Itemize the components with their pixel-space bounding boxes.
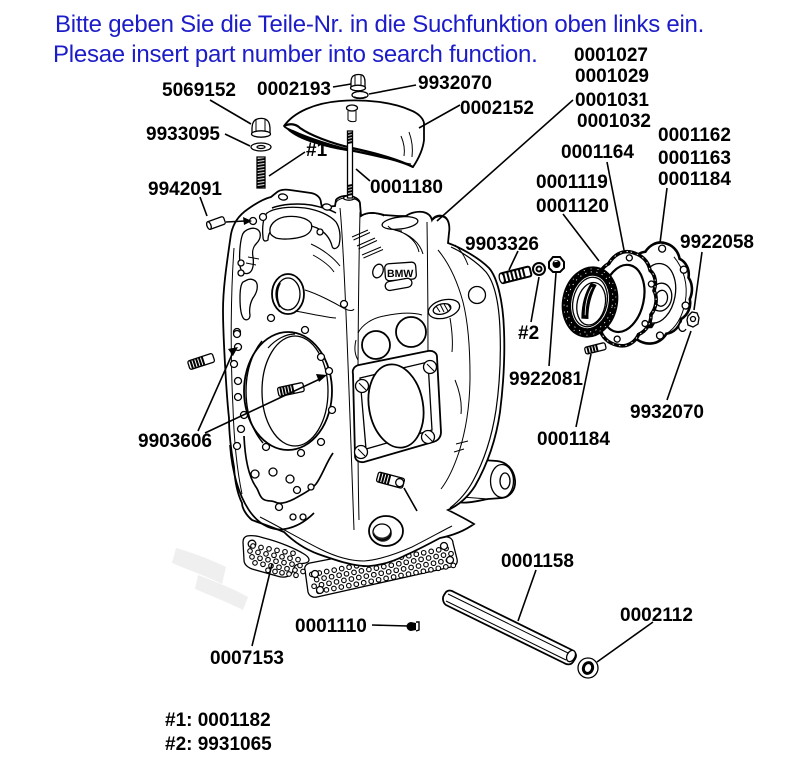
- svg-text:0002193: 0002193: [257, 79, 331, 100]
- svg-text:9922058: 9922058: [680, 232, 754, 253]
- svg-text:#1: 0001182: #1: 0001182: [165, 710, 271, 731]
- svg-text:9932070: 9932070: [418, 73, 492, 94]
- svg-text:0001027: 0001027: [574, 45, 648, 66]
- svg-text:0001119: 0001119: [536, 172, 608, 193]
- svg-text:0001163: 0001163: [658, 148, 731, 169]
- svg-text:Bitte geben Sie die Teile-Nr.: Bitte geben Sie die Teile-Nr. in die Suc…: [55, 11, 704, 38]
- svg-text:0001032: 0001032: [577, 111, 651, 132]
- svg-text:0001120: 0001120: [536, 196, 609, 217]
- svg-text:Plesae insert part number into: Plesae insert part number into search fu…: [53, 41, 538, 68]
- svg-text:9922081: 9922081: [509, 369, 583, 390]
- svg-text:5069152: 5069152: [162, 80, 236, 101]
- svg-text:0001158: 0001158: [501, 551, 574, 572]
- svg-text:0007153: 0007153: [210, 648, 284, 669]
- svg-text:9903606: 9903606: [138, 431, 212, 452]
- svg-text:0001180: 0001180: [370, 177, 443, 198]
- svg-text:9903326: 9903326: [465, 234, 539, 255]
- svg-text:0001110: 0001110: [295, 616, 367, 637]
- svg-text:#2: #2: [518, 323, 539, 344]
- svg-text:0001162: 0001162: [658, 125, 731, 146]
- svg-text:0001029: 0001029: [575, 66, 649, 87]
- svg-text:BMW: BMW: [387, 268, 413, 280]
- svg-text:#2: 9931065: #2: 9931065: [165, 734, 272, 755]
- svg-text:9933095: 9933095: [146, 124, 220, 145]
- svg-text:9932070: 9932070: [630, 402, 704, 423]
- svg-text:0001164: 0001164: [561, 142, 634, 163]
- svg-text:0001031: 0001031: [575, 90, 649, 111]
- svg-text:9942091: 9942091: [148, 179, 222, 200]
- svg-text:0002112: 0002112: [620, 605, 693, 626]
- svg-text:0001184: 0001184: [658, 169, 731, 190]
- svg-text:0002152: 0002152: [460, 98, 534, 119]
- svg-text:0001184: 0001184: [537, 429, 610, 450]
